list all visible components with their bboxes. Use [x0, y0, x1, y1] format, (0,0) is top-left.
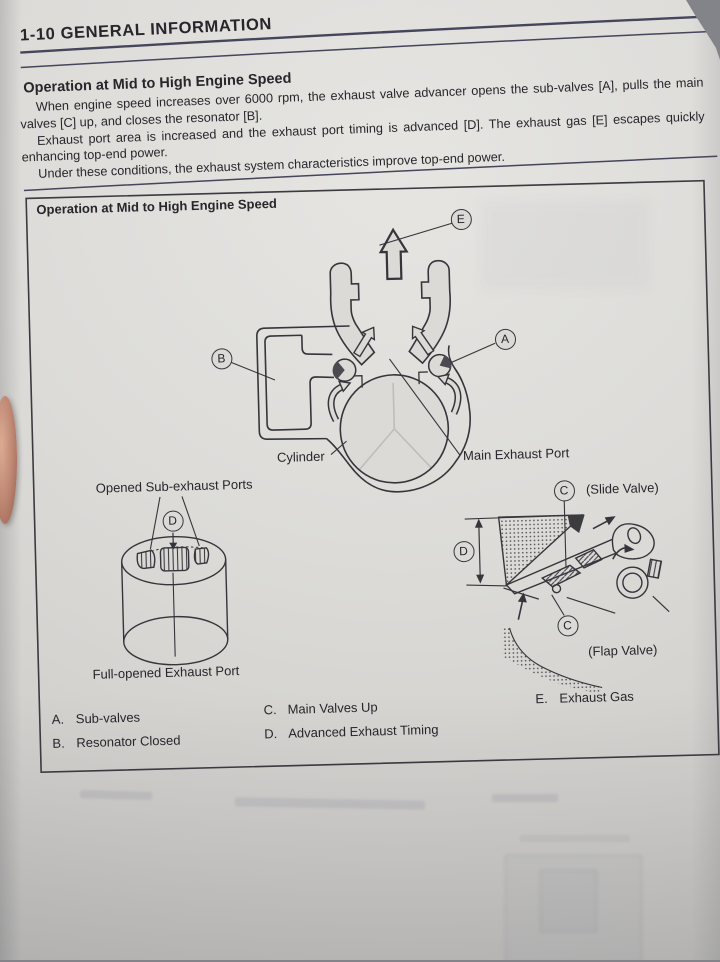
callout-c-flap: C [557, 615, 579, 637]
legend-item: B.Resonator Closed [52, 733, 181, 760]
callout-a-leader [451, 343, 495, 362]
duct-wall-dark-edge [568, 515, 585, 533]
legend-label: Main Valves Up [287, 699, 377, 716]
label-flap-valve: (Flap Valve) [588, 642, 657, 659]
legend-label: Resonator Closed [76, 733, 180, 751]
legend-key: C. [263, 702, 287, 718]
right-sub-port-opening [194, 548, 209, 564]
legend-label: Exhaust Gas [559, 689, 634, 706]
legend-column-2: C.Main Valves Up D.Advanced Exhaust Timi… [263, 698, 439, 751]
left-sub-port-opening [137, 550, 155, 568]
resonator-chamber-outline [265, 334, 335, 430]
piston-bottom-ellipse [123, 615, 228, 666]
callout-d-dimension: D [453, 540, 475, 562]
callout-a: A [494, 328, 516, 350]
label-slide-valve: (Slide Valve) [586, 480, 659, 497]
linkage-spring [647, 559, 661, 578]
label-main-exhaust-port: Main Exhaust Port [463, 445, 570, 463]
flap-pivot-pin [552, 585, 560, 593]
dimension-line [479, 525, 480, 579]
label-cylinder: Cylinder [277, 449, 325, 465]
callout-b: B [211, 348, 233, 370]
legend-label: Advanced Exhaust Timing [288, 722, 439, 741]
legend-key: A. [52, 711, 76, 727]
left-duct-wall [330, 262, 375, 365]
linkage-ring-inner [623, 573, 642, 592]
legend-key: B. [52, 735, 76, 751]
callout-c-flap-leader [552, 594, 565, 615]
legend-item: E.Exhaust Gas [535, 689, 634, 716]
callout-b-leader [230, 361, 274, 381]
legend-column-1: A.Sub-valves B.Resonator Closed [52, 709, 181, 760]
legend-item: A.Sub-valves [52, 709, 181, 736]
slide-flap-valve-diagram [464, 498, 671, 697]
stippled-port-floor [502, 626, 602, 697]
callout-c-slide: C [553, 480, 575, 502]
callout-e: E [450, 208, 472, 230]
main-port-opening [160, 547, 189, 571]
resonator-outer-outline [257, 326, 353, 440]
callout-d-subports: D [162, 510, 184, 532]
callout-c-slide-leader [564, 500, 566, 567]
dimension-arrow-bottom [476, 575, 484, 584]
up-motion-arrow [518, 600, 524, 620]
dimension-arrow-top [475, 519, 483, 528]
legend-column-3: E.Exhaust Gas [535, 689, 634, 716]
main-cross-section-diagram [227, 222, 499, 496]
exhaust-gas-arrow [380, 229, 407, 279]
legend-label: Sub-valves [76, 710, 141, 727]
legend-key: E. [535, 691, 559, 707]
legend-key: D. [264, 726, 288, 742]
linkage-ring-outer [617, 567, 649, 599]
pivot-boss [612, 523, 655, 559]
slide-motion-arrow [593, 520, 609, 528]
legend-item: D.Advanced Exhaust Timing [264, 722, 439, 751]
